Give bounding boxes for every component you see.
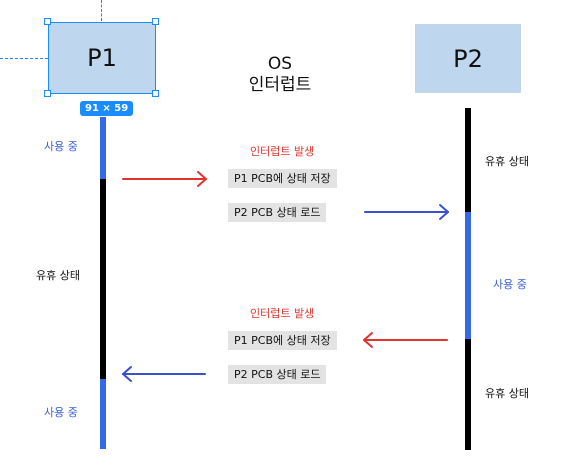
resize-handle-top-right[interactable]: [152, 18, 159, 25]
dispatch-arrow-os-to-p1: [122, 366, 206, 382]
p1-state-running-2: 사용 중: [44, 406, 78, 419]
p1-timeline-idle: [100, 179, 106, 379]
save-p1-pcb-box-1: P1 PCB에 상태 저장: [228, 169, 337, 188]
interrupt-arrow-p1-to-os: [122, 171, 207, 187]
p1-timeline-running-1: [100, 117, 106, 179]
selection-guide-horizontal: [0, 58, 48, 59]
interrupt-arrow-p2-to-os: [363, 332, 448, 348]
p1-process-box[interactable]: P1: [48, 22, 156, 94]
p2-state-idle-2: 유휴 상태: [485, 387, 529, 400]
p2-state-running: 사용 중: [493, 278, 527, 291]
p2-timeline-idle-1: [465, 108, 471, 212]
load-p2-pcb-box-1: P2 PCB 상태 로드: [228, 203, 327, 222]
p1-label: P1: [87, 44, 117, 72]
interrupt-label-2: 인터럽트 발생: [250, 307, 315, 320]
selection-guide-vertical: [101, 0, 102, 21]
interrupt-label-1: 인터럽트 발생: [250, 145, 315, 158]
p2-state-idle-1: 유휴 상태: [485, 155, 529, 168]
resize-handle-bottom-right[interactable]: [152, 90, 159, 97]
title-line-interrupt: 인터럽트: [248, 75, 312, 95]
p1-selection-border: [48, 22, 156, 94]
p2-timeline-idle-2: [465, 339, 471, 450]
p2-timeline-running: [465, 212, 471, 339]
p2-process-box[interactable]: P2: [415, 24, 521, 93]
title-line-os: OS: [267, 54, 293, 74]
save-p1-pcb-box-2: P1 PCB에 상태 저장: [228, 331, 337, 350]
p1-state-running-1: 사용 중: [44, 140, 78, 153]
resize-handle-bottom-left[interactable]: [44, 90, 51, 97]
load-p2-pcb-box-2: P2 PCB 상태 로드: [228, 365, 327, 384]
p1-state-idle: 유휴 상태: [36, 269, 80, 282]
resize-handle-top-left[interactable]: [44, 18, 51, 25]
p2-label: P2: [453, 44, 483, 73]
dispatch-arrow-os-to-p2: [364, 204, 449, 220]
p1-timeline-running-2: [100, 379, 106, 449]
os-interrupt-title: OS 인터럽트: [215, 54, 345, 96]
selection-size-badge: 91 × 59: [80, 101, 134, 116]
